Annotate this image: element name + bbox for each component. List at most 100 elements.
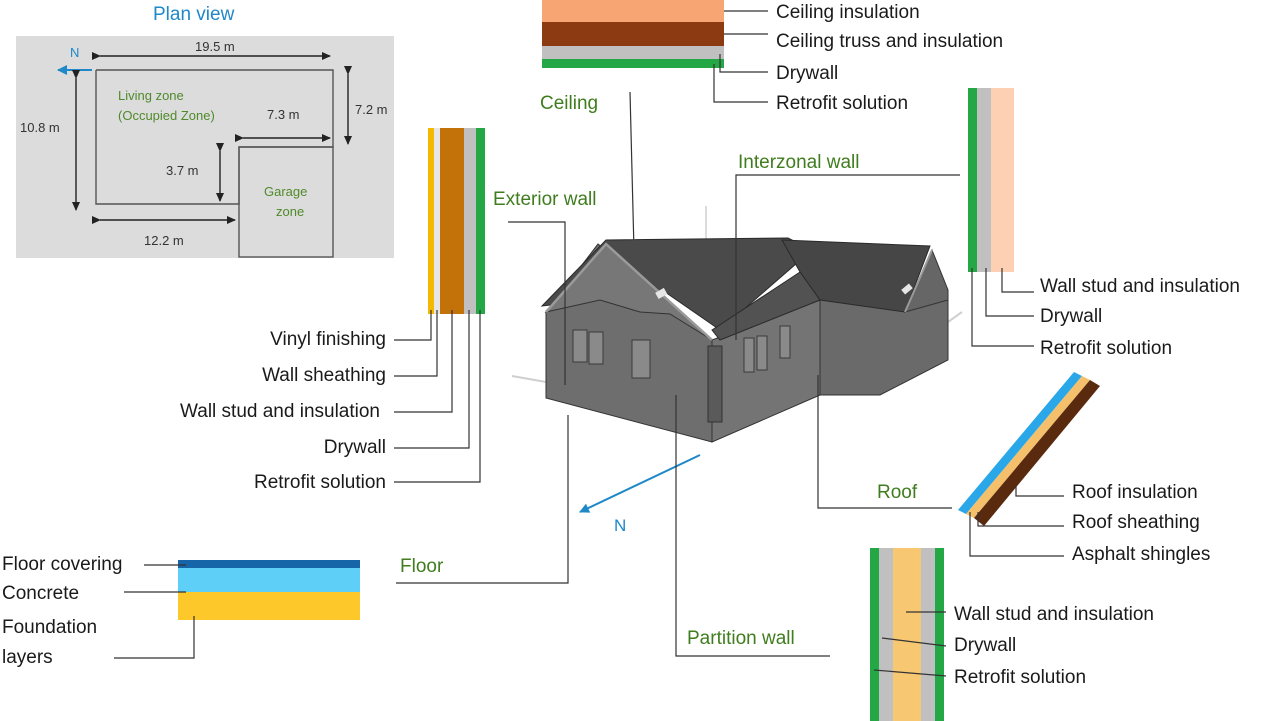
pw-right-drywall (921, 548, 935, 721)
exterior-wall-layers: Vinyl finishing Wall sheathing Wall stud… (180, 128, 596, 493)
window-2 (588, 331, 604, 365)
window-6 (779, 325, 791, 359)
roof-vent (655, 287, 668, 299)
ground-line-left (511, 375, 547, 383)
pw-label-drywall: Drywall (954, 635, 1016, 656)
ceiling-truss-layer (542, 22, 724, 46)
pw-right-retrofit (935, 548, 944, 721)
house-3d-model (511, 206, 963, 443)
ext-leader-1 (394, 310, 432, 341)
ceiling-drywall-layer (542, 46, 724, 59)
partition-wall-component-label: Partition wall (687, 628, 795, 649)
iz-stud-layer (991, 88, 1014, 272)
ext-leader-5 (394, 310, 481, 483)
plan-garage-zone-sublabel: zone (276, 204, 304, 219)
floor-component-label: Floor (400, 556, 444, 577)
floor-concrete-layer (178, 568, 360, 592)
pw-label-stud: Wall stud and insulation (954, 604, 1154, 625)
roof-valley (711, 271, 821, 341)
dim-notch-label: 3.7 m (166, 163, 199, 178)
floor-label-foundation-2: layers (2, 647, 53, 668)
iz-leader-2 (985, 268, 1034, 317)
iz-label-drywall: Drywall (1040, 306, 1102, 327)
floor-label-foundation: Foundation (2, 617, 97, 638)
north-arrow-label: N (614, 516, 626, 535)
ext-drywall-layer (464, 128, 476, 314)
roof-trim-front (545, 242, 713, 341)
roof-vent-2 (901, 283, 913, 295)
ext-label-stud: Wall stud and insulation (180, 401, 380, 422)
floor-leader-3 (114, 616, 195, 659)
iz-drywall-layer (977, 88, 991, 272)
partition-wall-layers: Wall stud and insulation Drywall Retrofi… (675, 395, 1154, 721)
floor-label-covering: Floor covering (2, 554, 122, 575)
roof-label-sheathing: Roof sheathing (1072, 512, 1200, 533)
partition-wall-pointer (675, 395, 830, 657)
dim-garage-label: 7.3 m (267, 107, 300, 122)
plan-living-zone-label: Living zone (118, 88, 184, 103)
dim-left-label: 10.8 m (20, 120, 60, 135)
pw-left-retrofit (870, 548, 879, 721)
ceiling-layers: Ceiling insulation Ceiling truss and ins… (540, 0, 1003, 331)
iz-label-retrofit: Retrofit solution (1040, 338, 1172, 359)
exterior-wall-component-label: Exterior wall (493, 189, 596, 210)
roof-label-insulation: Roof insulation (1072, 482, 1198, 503)
ext-sheathing-layer (434, 128, 440, 314)
ext-label-sheathing: Wall sheathing (262, 365, 386, 386)
door (707, 345, 723, 423)
roof-layers: Roof insulation Roof sheathing Asphalt s… (817, 372, 1210, 565)
window-4 (743, 337, 755, 373)
pw-stud (893, 548, 921, 721)
floor-label-concrete: Concrete (2, 583, 79, 604)
ceiling-insulation-layer (542, 0, 724, 22)
interzonal-wall-component-label: Interzonal wall (738, 152, 859, 173)
plan-garage-outline (238, 146, 334, 258)
roof-label-shingles: Asphalt shingles (1072, 544, 1210, 565)
interzonal-wall-layers: Wall stud and insulation Drywall Retrofi… (735, 88, 1240, 359)
roof-sheathing-layer (966, 376, 1090, 518)
window-5 (756, 335, 768, 371)
plan-view: Plan view N 19.5 m 10.8 m 7.2 m 7.3 m 3.… (16, 4, 394, 258)
ext-label-vinyl: Vinyl finishing (270, 329, 386, 350)
ext-label-drywall: Drywall (324, 437, 386, 458)
roof-component-label: Roof (877, 482, 918, 503)
roof-leader-2 (977, 512, 1064, 527)
iz-leader-1 (1001, 268, 1034, 293)
ceiling-leader-3 (719, 54, 768, 73)
ground-line-right (947, 311, 963, 323)
dim-bottom-label: 12.2 m (144, 233, 184, 248)
floor-covering-layer (178, 560, 360, 568)
garage-wing-roof (781, 239, 931, 313)
iz-label-stud: Wall stud and insulation (1040, 276, 1240, 297)
ceiling-label-truss: Ceiling truss and insulation (776, 31, 1003, 52)
ceiling-label-drywall: Drywall (776, 63, 838, 84)
pw-leader-2 (881, 637, 947, 647)
window-1 (572, 329, 588, 363)
interzonal-wall-pointer (735, 174, 960, 340)
dim-right-label: 7.2 m (355, 102, 388, 117)
plan-garage-zone-label: Garage (264, 184, 307, 199)
iz-retrofit-layer (968, 88, 977, 272)
roof-shingles-layer (958, 372, 1082, 514)
roof-insulation-layer (974, 380, 1100, 526)
iz-leader-3 (971, 268, 1034, 347)
floor-pointer (396, 415, 569, 584)
pw-left-drywall (879, 548, 893, 721)
ext-retrofit-layer (476, 128, 485, 314)
window-3 (631, 339, 651, 379)
floor-foundation-layer (178, 592, 360, 620)
ext-leader-3 (394, 310, 453, 413)
roof-pointer (817, 375, 952, 509)
ext-leader-2 (394, 310, 438, 377)
floor-layers: Floor covering Concrete Foundation layer… (2, 415, 569, 668)
ext-leader-4 (394, 310, 470, 449)
roof-trim-wing (904, 249, 933, 313)
ceiling-label-retrofit: Retrofit solution (776, 93, 908, 114)
ext-label-retrofit: Retrofit solution (254, 472, 386, 493)
roof-leader-3 (969, 512, 1064, 557)
plan-north-label: N (70, 45, 79, 60)
plan-living-zone-sublabel: (Occupied Zone) (118, 108, 215, 123)
pw-leader-3 (873, 669, 947, 677)
dim-top-label: 19.5 m (195, 39, 235, 54)
